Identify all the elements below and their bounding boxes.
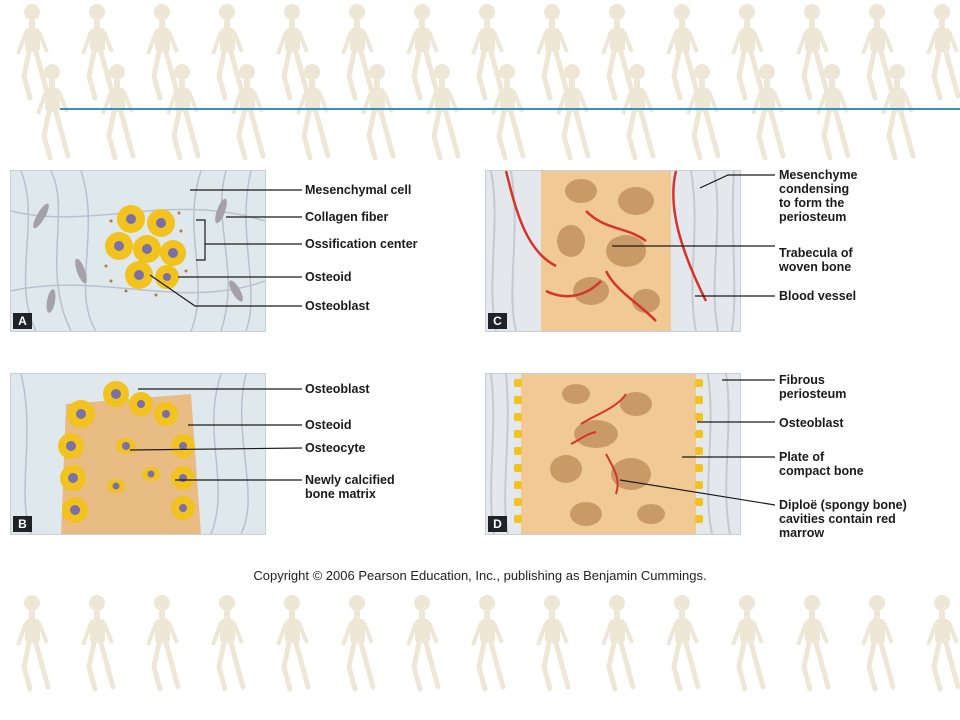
leader-diploe xyxy=(619,479,776,506)
diploe-cavities xyxy=(550,384,665,526)
collagen-fibers xyxy=(11,171,265,331)
skeleton-row-1 xyxy=(18,4,958,98)
label-osteocyte: Osteocyte xyxy=(305,441,366,455)
label-blood-vessel: Blood vessel xyxy=(779,289,857,303)
accent-divider-line xyxy=(60,108,960,110)
panel-d: D xyxy=(485,373,741,535)
ossification-center xyxy=(104,205,188,297)
label-trabecula: Trabecula of woven bone xyxy=(779,246,853,274)
panel-a-illustration xyxy=(11,171,265,331)
panel-d-letter: D xyxy=(488,516,507,532)
blood-vessels xyxy=(504,171,708,322)
panel-d-illustration xyxy=(490,374,731,534)
panel-b-illustration xyxy=(20,374,249,534)
label-fibrous-periosteum: Fibrous periosteum xyxy=(779,373,847,401)
label-mesenchymal-cell: Mesenchymal cell xyxy=(305,183,412,197)
skeleton-pattern-top-svg xyxy=(0,0,960,160)
panel-c: C xyxy=(485,170,741,332)
leader-ossification-center xyxy=(196,219,302,261)
panel-c-illustration xyxy=(490,171,736,331)
label-diploe: Diploë (spongy bone) cavities contain re… xyxy=(779,498,907,540)
panel-b: B xyxy=(10,373,266,535)
label-osteoblast-a: Osteoblast xyxy=(305,299,370,313)
bone-matrix xyxy=(61,394,201,534)
label-osteoblast-d: Osteoblast xyxy=(779,416,844,430)
skeleton-pattern-bottom-svg xyxy=(0,585,960,720)
mesenchymal-cells xyxy=(33,198,243,313)
skeleton-row-2 xyxy=(38,64,913,158)
compact-bone-plate xyxy=(521,374,696,534)
leader-osteoblast-a xyxy=(149,274,302,307)
label-compact-bone: Plate of compact bone xyxy=(779,450,864,478)
marrow-vessels xyxy=(570,393,627,495)
copyright-notice: Copyright © 2006 Pearson Education, Inc.… xyxy=(253,568,707,583)
leader-mesenchyme xyxy=(699,174,775,189)
label-mesenchyme: Mesenchyme condensing to form the perios… xyxy=(779,168,858,224)
fibrous-periosteum-d xyxy=(490,374,731,534)
panel-c-letter: C xyxy=(488,313,507,329)
leader-lines xyxy=(129,174,776,506)
osteoblast-layer xyxy=(58,381,195,523)
leader-osteocyte xyxy=(129,447,303,451)
label-ossification-center: Ossification center xyxy=(305,237,418,251)
label-osteoblast-b: Osteoblast xyxy=(305,382,370,396)
panel-a: A xyxy=(10,170,266,332)
skeleton-pattern-top xyxy=(0,0,960,160)
label-osteoid-b: Osteoid xyxy=(305,418,352,432)
skeleton-row-3 xyxy=(18,595,958,689)
ossification-figure: A xyxy=(0,160,960,585)
panel-b-letter: B xyxy=(13,516,32,532)
skeleton-pattern-bottom xyxy=(0,585,960,720)
osteoblast-rows xyxy=(514,379,703,523)
label-osteoid-a: Osteoid xyxy=(305,270,352,284)
label-calcified-matrix: Newly calcified bone matrix xyxy=(305,473,395,501)
panel-a-letter: A xyxy=(13,313,32,329)
label-collagen-fiber: Collagen fiber xyxy=(305,210,389,224)
